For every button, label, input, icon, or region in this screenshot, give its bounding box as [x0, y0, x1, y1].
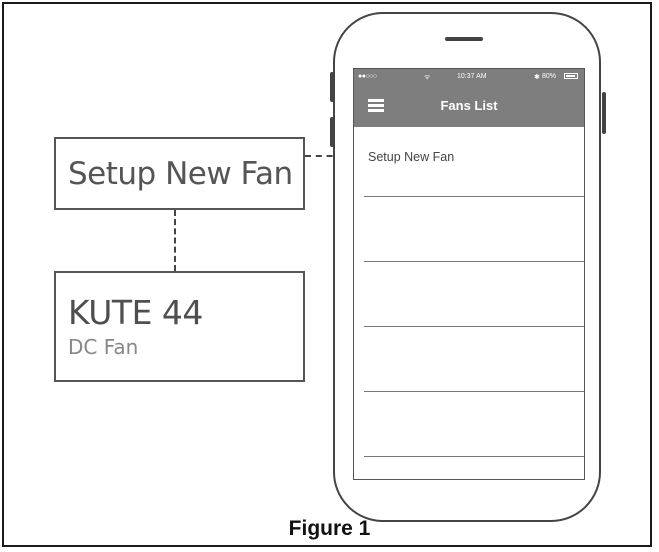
list-item[interactable]	[364, 327, 584, 392]
list-item[interactable]	[364, 197, 584, 262]
status-time: 10:37 AM	[457, 73, 487, 80]
fan-callout: KUTE 44 DC Fan	[54, 271, 305, 382]
bluetooth-icon: ✱	[534, 74, 540, 81]
battery-percent: 80%	[542, 73, 557, 80]
fan-callout-type: DC Fan	[68, 335, 139, 359]
setup-new-fan-callout-label: Setup New Fan	[68, 156, 293, 192]
connector-line-vertical	[174, 210, 176, 271]
phone-volume-down-button	[330, 117, 334, 147]
status-bar: ●●○○○ ᯤ 10:37 AM ✱ 80%	[354, 69, 584, 85]
list-item-label: Setup New Fan	[368, 150, 455, 164]
list-item[interactable]: Setup New Fan	[364, 139, 584, 197]
nav-title: Fans List	[440, 98, 498, 113]
fan-callout-name: KUTE 44	[68, 293, 203, 332]
list-item[interactable]	[364, 392, 584, 457]
phone-speaker	[445, 37, 483, 41]
figure-caption: Figure 1	[288, 517, 371, 540]
figure-frame	[2, 2, 652, 547]
phone-power-button	[602, 92, 606, 134]
nav-bar: Fans List	[354, 85, 584, 127]
wifi-icon: ᯤ	[424, 74, 431, 81]
battery-icon	[564, 73, 578, 79]
hamburger-menu-icon[interactable]	[368, 99, 384, 113]
setup-new-fan-callout: Setup New Fan	[54, 137, 305, 210]
signal-icon: ●●○○○	[358, 73, 377, 80]
phone-screen: ●●○○○ ᯤ 10:37 AM ✱ 80% Fans List Setup N…	[353, 68, 585, 480]
phone-volume-up-button	[330, 72, 334, 102]
list-item[interactable]	[364, 262, 584, 327]
